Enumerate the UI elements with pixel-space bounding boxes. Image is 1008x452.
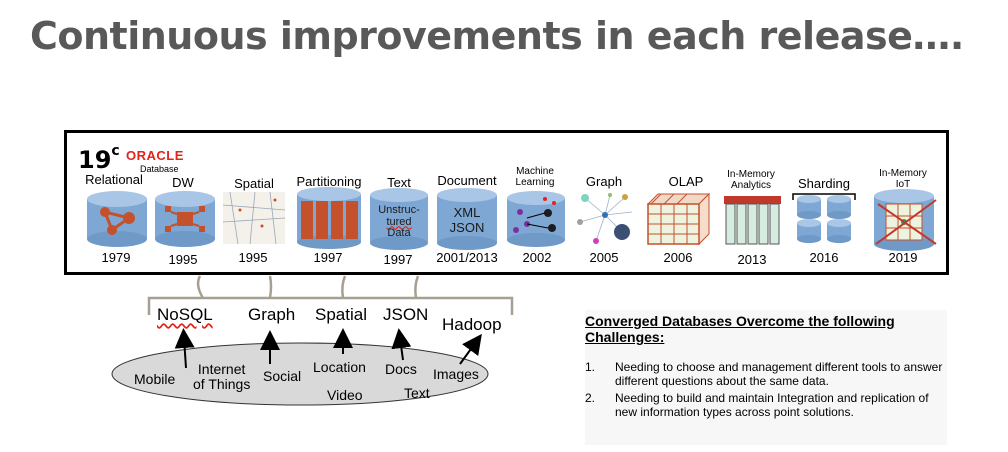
in-memory-analytics-icon — [724, 196, 781, 245]
challenges-panel — [585, 310, 947, 445]
label-sharding: Sharding — [797, 176, 851, 191]
source-docs: Docs — [385, 361, 417, 377]
oracle-logo-subtext: Database — [140, 164, 179, 174]
challenge-item: 1. Needing to choose and management diff… — [585, 360, 943, 389]
label-relational: Relational — [85, 172, 143, 187]
year-in-memory-analytics: 2013 — [737, 252, 767, 267]
year-machine-learning: 2002 — [522, 250, 552, 265]
challenges-heading: Converged Databases Overcome the followi… — [585, 313, 895, 346]
label-text: Text — [387, 175, 411, 190]
source-iot: Internet of Things — [193, 361, 251, 393]
text-cylinder-icon — [370, 188, 428, 250]
olap-cube-icon — [646, 192, 711, 246]
dw-cylinder-icon — [155, 191, 215, 247]
spatial-map-icon — [222, 191, 286, 245]
year-relational: 1979 — [101, 250, 131, 265]
source-images: Images — [433, 366, 479, 382]
label-spatial: Spatial — [234, 176, 274, 191]
year-in-memory-iot: 2019 — [888, 250, 918, 265]
source-location: Location — [313, 359, 366, 375]
label-olap: OLAP — [668, 174, 704, 189]
text-cylinder-inner: Unstruc- tured Data — [378, 204, 420, 240]
year-spatial: 1995 — [238, 250, 268, 265]
graph-network-icon — [577, 193, 633, 244]
source-social: Social — [263, 368, 302, 384]
year-dw: 1995 — [168, 252, 198, 267]
document-cylinder-icon — [437, 188, 497, 250]
oracle-logo-text: ORACLE — [126, 148, 184, 163]
machine-learning-cylinder-icon — [507, 191, 565, 247]
challenges-list: 1. Needing to choose and management diff… — [585, 360, 947, 422]
type-nosql: NoSQL — [157, 305, 213, 324]
year-sharding: 2016 — [809, 250, 839, 265]
box-connectors — [196, 275, 420, 299]
data-types-bracket — [147, 296, 514, 315]
label-graph: Graph — [585, 174, 623, 189]
label-partitioning: Partitioning — [296, 174, 362, 189]
in-memory-iot-icon — [874, 189, 937, 251]
type-spatial: Spatial — [315, 305, 367, 324]
label-in-memory-analytics: In-Memory Analytics — [727, 169, 775, 191]
challenge-item: 2. Needing to build and maintain Integra… — [585, 390, 929, 420]
type-graph: Graph — [248, 305, 296, 324]
type-hadoop: Hadoop — [442, 315, 502, 334]
type-json: JSON — [383, 305, 429, 324]
source-text: Text — [404, 385, 430, 401]
year-document: 2001/2013 — [436, 250, 498, 265]
relational-cylinder-icon — [87, 191, 147, 247]
year-text: 1997 — [383, 252, 413, 267]
label-machine-learning: Machine Learning — [515, 166, 555, 188]
data-sources-ellipse — [111, 342, 489, 406]
source-mobile: Mobile — [134, 371, 176, 387]
page-title: Continuous improvements in each release…… — [30, 14, 964, 58]
source-video: Video — [327, 387, 363, 403]
year-partitioning: 1997 — [313, 250, 343, 265]
label-dw: DW — [172, 175, 194, 190]
label-in-memory-iot: In-Memory IoT — [879, 168, 927, 190]
arrows — [174, 328, 482, 369]
year-graph: 2005 — [589, 250, 619, 265]
year-olap: 2006 — [663, 250, 693, 265]
label-document: Document — [437, 173, 497, 188]
sharding-cylinders-icon — [792, 193, 856, 243]
partitioning-cylinder-icon — [297, 187, 361, 249]
document-cylinder-inner: XML JSON — [449, 205, 485, 235]
